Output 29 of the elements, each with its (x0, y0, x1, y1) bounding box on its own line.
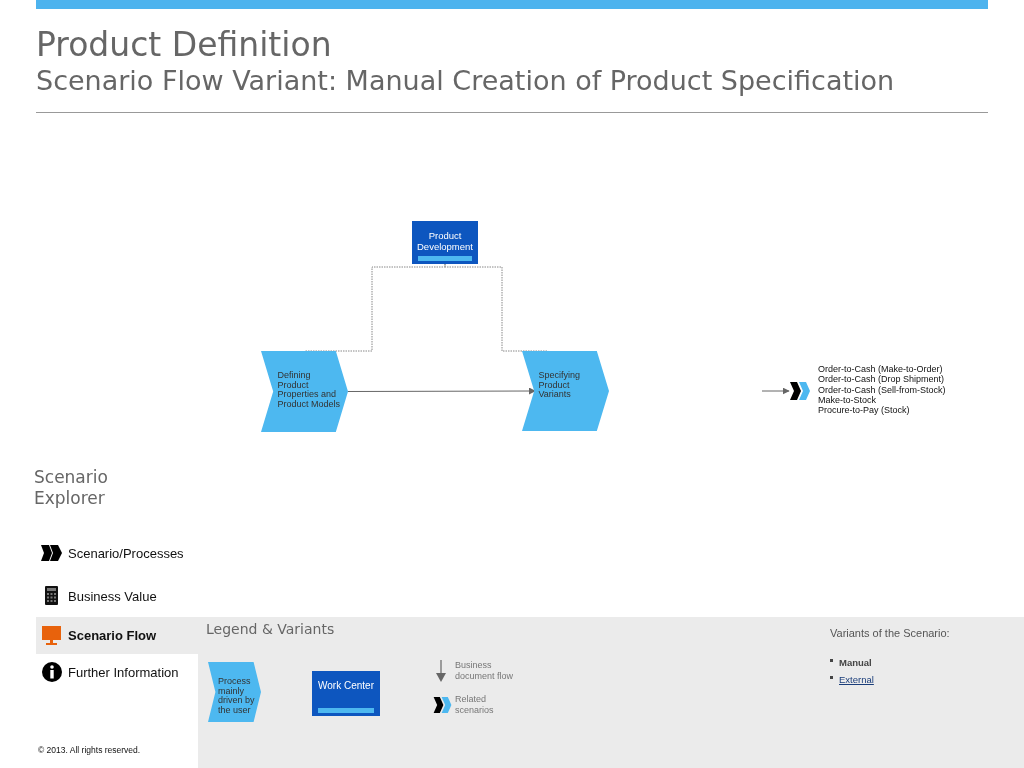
related-scenario-text: Procure-to-Pay (Stock) (818, 405, 910, 416)
title: Product Definition (36, 25, 332, 64)
work-center-box (412, 221, 478, 264)
related-scenario-text: Order-to-Cash (Make-to-Order) (818, 364, 943, 374)
related-scenario-text: Make-to-Stock (818, 394, 877, 405)
work-center-label: Work Center (317, 680, 375, 693)
menu-item: Business Value (68, 589, 157, 604)
section-heading: Scenario Explorer (34, 467, 109, 509)
legend-text: Business document flow (455, 660, 515, 682)
arrow (761, 387, 790, 395)
panel-heading: Variants of the Scenario: (830, 627, 950, 639)
dotted-connector (304, 263, 446, 352)
dotted-connector (444, 263, 549, 352)
menu-item: Scenario/Processes (68, 546, 184, 561)
related-scenario-text: Order-to-Cash (Drop Shipment) (818, 374, 945, 385)
work-center-label: Product Development (416, 229, 474, 254)
legend-text: Related scenarios (455, 694, 495, 716)
menu-item: Further Information (68, 665, 179, 680)
variant-link: External (839, 674, 874, 685)
process-label: Process mainly driven by the user (218, 677, 256, 715)
process-label: Specifying Product Variants (538, 371, 582, 400)
work-center-box (312, 671, 380, 716)
related-scenario-text: Order-to-Cash (Sell-from-Stock) (818, 384, 946, 395)
subtitle: Scenario Flow Variant: Manual Creation of Product Specification (36, 65, 895, 96)
process-label: Defining Product Properties and Product Models (277, 371, 341, 410)
panel-heading: Legend & Variants (206, 621, 335, 637)
variant-item: Manual (839, 657, 872, 668)
menu-item: Scenario Flow (68, 628, 157, 643)
copyright-text: © 2013. All rights reserved. (38, 745, 141, 755)
